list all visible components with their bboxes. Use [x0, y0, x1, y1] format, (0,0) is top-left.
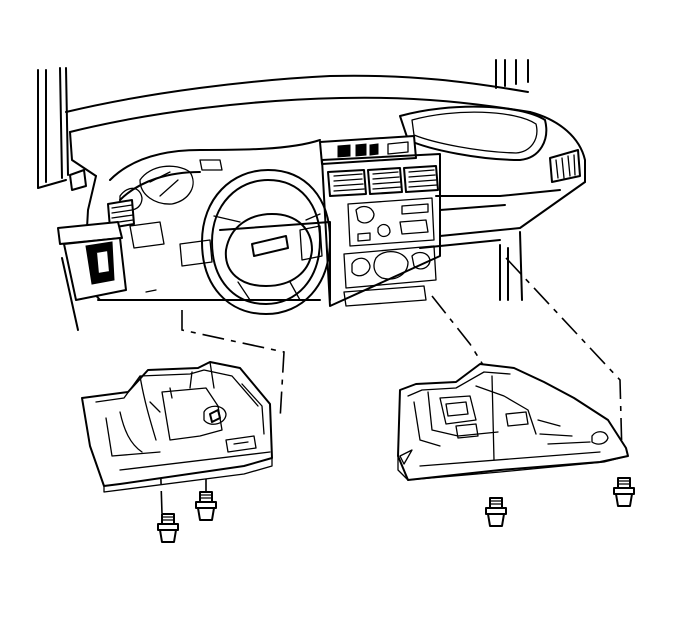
- center-stack: [319, 135, 441, 307]
- screw-right-1: [485, 497, 507, 527]
- screw-left-2: [195, 491, 217, 521]
- steering-wheel: [201, 169, 331, 315]
- left-insulator-panel: [81, 361, 273, 493]
- screw-right-2: [613, 477, 635, 507]
- right-insulator-panel: [397, 363, 629, 481]
- left-door-frame: [37, 67, 79, 331]
- screw-left-1: [157, 513, 179, 543]
- instrument-panel: [57, 74, 586, 301]
- right-door-frame: [495, 59, 529, 301]
